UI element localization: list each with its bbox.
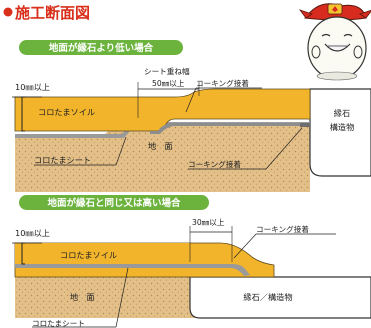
ground-label: 地 面 bbox=[148, 141, 173, 151]
curb-structure-block bbox=[189, 276, 371, 319]
section-1-diagram: 10㎜以上 シート重ね幅 50㎜以上 コーキング接着 コロたまソイル 縁石 構造… bbox=[12, 66, 371, 192]
curb-structure-block bbox=[309, 88, 371, 177]
ground-area bbox=[15, 277, 190, 318]
curb-label-line2: 構造物 bbox=[330, 122, 355, 132]
sheet-leader bbox=[115, 267, 129, 328]
thickness-label: 10㎜以上 bbox=[15, 228, 50, 238]
sheet-label: コロたまシート bbox=[34, 155, 91, 165]
section-2-heading: 地面が縁石と同じ又は高い場合 bbox=[19, 195, 209, 210]
sheet-overlap bbox=[150, 123, 310, 134]
title-bullet-icon bbox=[3, 7, 13, 17]
ground-label: 地 面 bbox=[70, 292, 95, 302]
caulking-leader bbox=[233, 233, 257, 259]
caulking-label: コーキング接着 bbox=[256, 224, 309, 234]
soil-label: コロたまソイル bbox=[38, 107, 95, 117]
mascot-icon bbox=[298, 3, 371, 81]
sheet-leader bbox=[115, 136, 127, 166]
overlap-label: 30㎜以上 bbox=[192, 218, 225, 227]
caulking-top-label: コーキング接着 bbox=[196, 78, 249, 88]
sheet-layer bbox=[15, 264, 250, 276]
soil-label: コロたまソイル bbox=[60, 250, 117, 260]
caulking-point bbox=[300, 123, 310, 127]
section-1-heading-text: 地面が縁石より低い場合 bbox=[49, 42, 154, 54]
title-text: 施工断面図 bbox=[15, 4, 90, 22]
thickness-label: 10㎜以上 bbox=[15, 82, 50, 92]
ground-area bbox=[15, 122, 310, 192]
page-title: 施工断面図 bbox=[3, 4, 90, 22]
section-2-diagram: 10㎜以上 30㎜以上 コーキング接着 コロたまソイル 地 面 縁石／構造物 コ… bbox=[12, 218, 371, 328]
caulking-top-leader bbox=[185, 87, 197, 113]
section-1-heading: 地面が縁石より低い場合 bbox=[19, 40, 183, 55]
curb-label-line1: 縁石 bbox=[334, 108, 350, 118]
caulking-bottom-leader bbox=[265, 127, 303, 170]
caulking-bottom-label: コーキング接着 bbox=[188, 159, 241, 169]
section-2-heading-text: 地面が縁石と同じ又は高い場合 bbox=[47, 197, 181, 209]
soil-layer bbox=[14, 88, 311, 132]
overlap-label-line2: 50㎜以上 bbox=[152, 79, 185, 88]
sheet-label: コロたまシート bbox=[32, 319, 85, 328]
curb-label: 縁石／構造物 bbox=[243, 292, 292, 302]
overlap-label-line1: シート重ね幅 bbox=[144, 66, 190, 76]
